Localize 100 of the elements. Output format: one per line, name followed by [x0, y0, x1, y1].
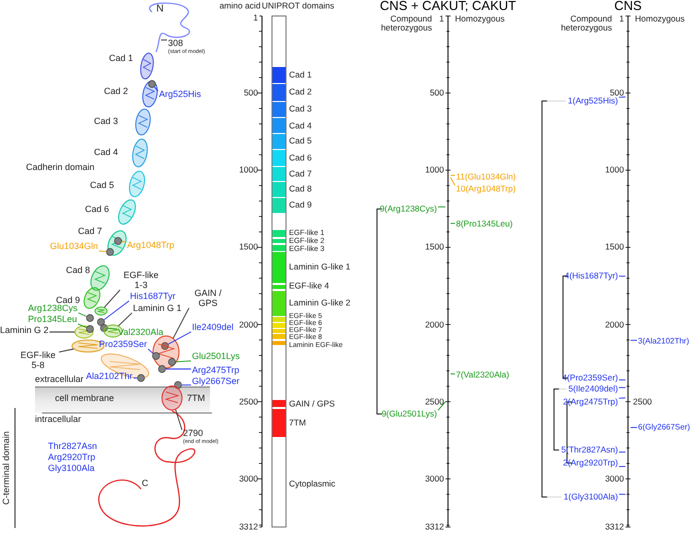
domain-label: Cad 6 — [84, 205, 109, 215]
leader-line — [58, 348, 74, 353]
axis-tick-label: 1000 — [239, 166, 258, 175]
variant-label: Arg1048Trp — [127, 241, 174, 251]
variant-label: Pro1345Leu — [28, 315, 78, 325]
axis-tick-label: 3000 — [425, 474, 444, 484]
domain-label: Cadherin domain — [26, 163, 95, 173]
axis-tick-label: 2500 — [425, 397, 444, 406]
domain-label: Cad 8 — [66, 266, 90, 276]
leader-line — [98, 250, 107, 252]
panel-title: CNS — [614, 0, 642, 14]
variant-label: Glu2501Lys — [192, 352, 240, 362]
domain-label: Cad 7 — [78, 227, 102, 237]
terminus-label: C — [142, 479, 148, 489]
axis-tick-label: 1 — [439, 14, 444, 24]
leader-line — [618, 397, 626, 399]
domain-label: Laminin G 1 — [133, 304, 182, 314]
leader-line — [172, 307, 190, 339]
variant-label: 4(Pro2359Ser) — [562, 373, 618, 383]
domain-label: Cad 5 — [289, 136, 312, 146]
domain-label: Cad 4 — [289, 121, 312, 131]
panel-title: CNS + CAKUT; CAKUT — [380, 0, 516, 14]
domain-label: EGF-like 5-8 — [18, 351, 58, 371]
domain-label: Cad 6 — [289, 153, 312, 163]
leader-line — [78, 312, 87, 317]
domain-label: GAIN / GPS — [190, 289, 226, 309]
variant-label: Ala2102Thr — [86, 372, 133, 382]
position-label: 308 — [168, 39, 184, 49]
leader-line — [121, 241, 126, 243]
variant-label: 7(Val2320Ala) — [456, 370, 510, 380]
leader-line — [175, 409, 182, 430]
leader-line — [148, 348, 154, 354]
leader-line — [78, 323, 87, 328]
leader-line — [107, 328, 118, 330]
axis-tick-label: 3312 — [425, 522, 444, 532]
domain-label: Laminin G 2 — [0, 326, 49, 336]
axis — [625, 16, 631, 528]
leader-line — [154, 86, 158, 92]
sphere-marker — [106, 248, 114, 256]
domain-label: Cad 2 — [104, 87, 128, 97]
domain-label: Laminin G-like 2 — [289, 298, 350, 308]
variant-label: Gly2667Ser — [192, 377, 240, 387]
domain-label: EGF-like 1-3 — [121, 271, 161, 291]
leader-line — [450, 177, 456, 186]
protein-domain-drawing — [162, 386, 182, 410]
variant-label: Arg1238Cys — [28, 304, 78, 314]
domain-label: GAIN / GPS — [289, 399, 335, 409]
position-label: 2790 — [183, 429, 204, 439]
axis-tick-label: 3312 — [605, 522, 624, 532]
domain-label: Cad 3 — [94, 117, 118, 127]
variant-label: 4(His1687Tyr) — [564, 271, 618, 281]
axis-tick-label: 1000 — [605, 166, 624, 175]
variant-label: Ile2409del — [192, 323, 234, 333]
variant-label: 1(Gly3100Ala) — [564, 492, 618, 502]
leader-line — [618, 379, 626, 380]
leader-line — [618, 387, 626, 388]
domain-label: Cad 1 — [289, 70, 312, 80]
protein-domain-drawing — [94, 306, 108, 316]
axis-tick-label: 1 — [253, 13, 258, 23]
leader-line — [181, 384, 192, 386]
axis-tick-label: 3000 — [605, 474, 624, 484]
axis-tick-label: 500 — [430, 88, 444, 98]
domain-label: Cad 9 — [56, 296, 80, 306]
domain-label: Cad 9 — [289, 200, 312, 210]
variant-label: Arg525His — [159, 90, 202, 100]
region-label: intracellular — [35, 415, 82, 425]
column-header: Compound heterozygous — [380, 14, 432, 34]
domain-label: Cad 7 — [289, 169, 312, 179]
axis-tick-label: 1000 — [425, 166, 444, 175]
sphere-marker — [86, 314, 94, 322]
domain-label: Cad 5 — [90, 181, 114, 191]
domain-label: Cad 1 — [108, 54, 133, 64]
column-header: Compound heterozygous — [560, 14, 612, 34]
domain-label: 7TM — [187, 394, 205, 404]
leader-line — [630, 427, 638, 428]
axis-tick-label: 3000 — [239, 474, 258, 484]
domain-label: Cad 4 — [94, 148, 118, 158]
variant-label: 3(Ala2102Thr) — [638, 338, 690, 346]
axis-tick-label: 2500 — [239, 397, 258, 406]
leader-line — [438, 206, 446, 208]
axis-tick-label: 1 — [619, 14, 624, 24]
leader-line — [618, 96, 626, 98]
column-header: Homozygous — [455, 14, 505, 24]
leader-line — [618, 452, 626, 453]
leader-line — [118, 312, 132, 326]
domain-label: 7TM — [289, 418, 306, 428]
terminus-label: N — [156, 4, 164, 14]
leader-line — [450, 222, 456, 224]
leader-line — [175, 360, 192, 362]
variant-label: 8(Pro1345Leu) — [456, 219, 513, 229]
axis-tick-label: 1500 — [605, 242, 624, 252]
variant-label: 2(Arg2920Trp) — [563, 458, 618, 468]
domain-label: Cad 8 — [289, 184, 312, 194]
region-label: extracellular — [35, 375, 84, 385]
axis-tick-label: 500 — [610, 88, 624, 98]
sphere-marker — [137, 374, 145, 382]
sphere-marker — [97, 318, 105, 326]
sphere-marker — [114, 237, 122, 245]
domain-label: Cad 3 — [289, 104, 312, 114]
variant-label: 11(Glu1034Gln) — [456, 172, 516, 182]
